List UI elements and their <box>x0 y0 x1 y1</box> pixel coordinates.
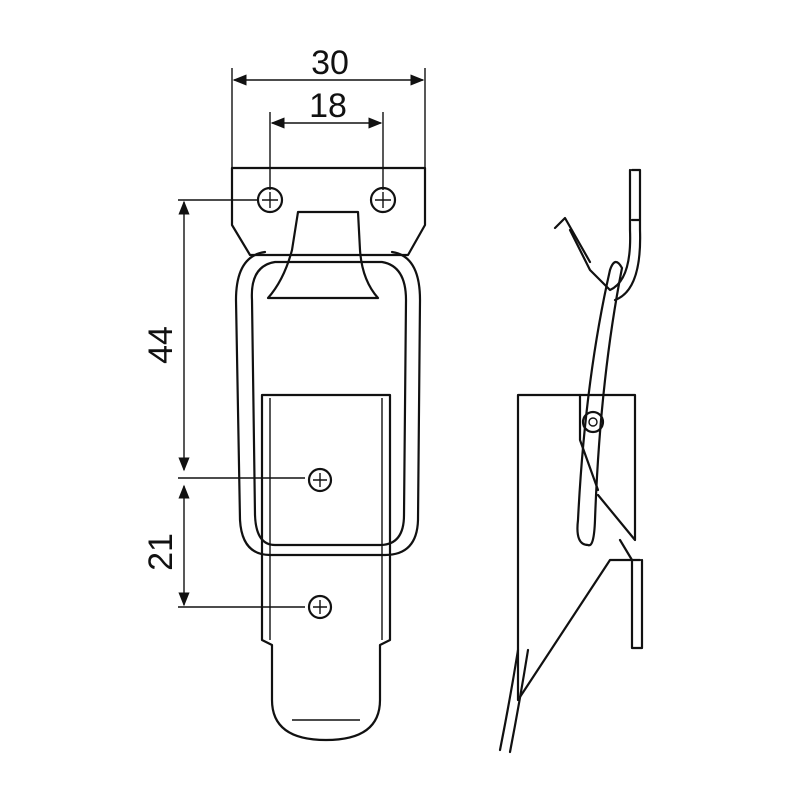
wire-loop-inner <box>250 260 408 547</box>
tongue <box>266 210 380 300</box>
dimension-21: 21 <box>142 484 305 608</box>
front-view <box>230 166 427 742</box>
dimension-label-21: 21 <box>142 533 180 571</box>
dimension-label-18: 18 <box>309 87 347 125</box>
dimension-30: 30 <box>231 44 426 170</box>
rivet-icon <box>307 467 333 620</box>
side-view <box>498 168 644 754</box>
cable <box>498 648 530 754</box>
wire-loop <box>234 250 422 557</box>
dimension-18: 18 <box>269 87 384 190</box>
dimension-label-44: 44 <box>142 326 180 364</box>
dimension-44: 44 <box>142 199 305 479</box>
strike-plate <box>618 538 644 650</box>
dimension-label-30: 30 <box>311 44 349 82</box>
latch-arm <box>260 393 392 742</box>
lever <box>576 260 624 547</box>
hook <box>568 168 632 292</box>
screw-hole-icon <box>256 186 397 214</box>
mounting-plate <box>230 166 427 257</box>
base-plate <box>516 393 642 702</box>
pivot-icon <box>581 410 605 434</box>
